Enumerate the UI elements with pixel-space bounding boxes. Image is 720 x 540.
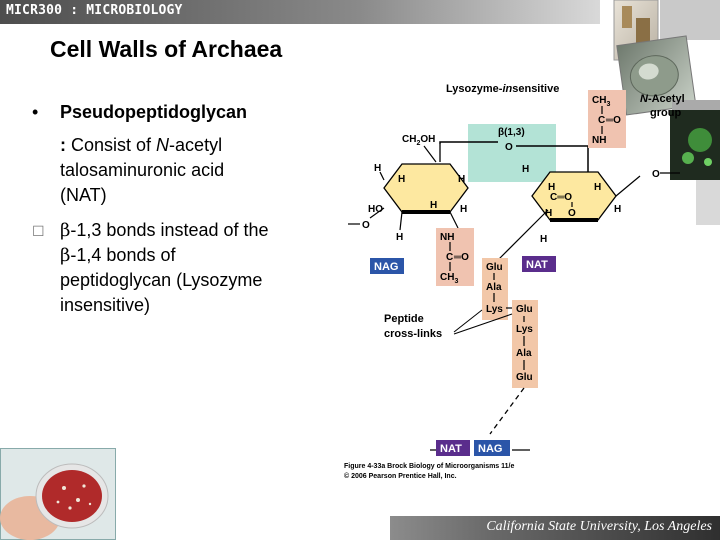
atom-o: O	[568, 208, 576, 219]
bullet-text-line: β-1,3 bonds instead of the	[60, 220, 269, 241]
nat-badge	[436, 440, 470, 456]
bullet-heading: Pseudopeptidoglycan	[60, 102, 248, 122]
atom-nh: NH	[440, 232, 454, 243]
residue-ala: Ala	[486, 282, 502, 293]
atom-h: H	[460, 204, 467, 215]
residue-ala: Ala	[516, 348, 532, 359]
course-title: MICR300 : MICROBIOLOGY	[6, 3, 183, 18]
residue-glu: Glu	[486, 262, 503, 273]
atom-c: C	[446, 252, 453, 263]
atom-h: H	[458, 174, 465, 185]
atom-h: H	[430, 200, 437, 211]
atom-h: H	[374, 163, 381, 174]
beta-bond-label: β(1,3)	[498, 127, 525, 138]
nag-badge-label: NAG	[478, 443, 502, 455]
bullet-text-line: talosaminuronic acid	[60, 160, 225, 180]
nag-sugar-ring	[383, 163, 469, 213]
residue-lys: Lys	[486, 304, 503, 315]
atom-h: H	[522, 164, 529, 175]
atom-c-eq-o: C═O	[550, 192, 572, 203]
copyright-caption: © 2006 Pearson Prentice Hall, Inc.	[344, 472, 457, 480]
nat-acetyl-group-box	[588, 90, 626, 148]
bullet-text-line: insensitive)	[60, 295, 151, 315]
atom-c: C	[598, 115, 605, 126]
bullet-text-line: (NAT)	[60, 185, 107, 205]
footer-bar: California State University, Los Angeles	[390, 516, 720, 540]
atom-h: H	[614, 204, 621, 215]
atom-h: H	[398, 174, 405, 185]
atom-eq-o: ═O	[453, 252, 469, 263]
n-acetyl-label: N-Acetyl	[640, 93, 685, 105]
bullet-marker: •	[32, 102, 39, 122]
residue-glu: Glu	[516, 372, 533, 383]
atom-ho: HO	[368, 204, 383, 215]
figure-caption: Figure 4-33a Brock Biology of Microorgan…	[344, 463, 514, 470]
residue-glu: Glu	[516, 304, 533, 315]
atom-h: H	[594, 182, 601, 193]
bullet-text-line: : Consist of N-acetyl	[60, 135, 223, 155]
ch3-label: CH3	[440, 272, 458, 285]
atom-o: O	[362, 220, 370, 231]
beta-bond-box	[468, 124, 556, 182]
atom-o: O	[652, 169, 660, 180]
group-label: group	[650, 107, 681, 119]
petri-dish-photo	[0, 448, 116, 540]
nag-badge	[370, 258, 404, 274]
slide-title: Cell Walls of Archaea	[50, 36, 283, 62]
peptide-chain-2	[512, 300, 538, 388]
lysozyme-label: Lysozyme-insensitive	[446, 83, 559, 95]
header-bar: MICR300 : MICROBIOLOGY	[0, 0, 600, 24]
institution-name: California State University, Los Angeles	[486, 519, 712, 534]
nat-badge-label: NAT	[440, 443, 462, 455]
peptide-label: Peptide	[384, 313, 424, 325]
nag-badge	[474, 440, 510, 456]
atom-eq-o: ═O	[605, 115, 621, 126]
residue-lys: Lys	[516, 324, 533, 335]
microbe-photo-collage	[600, 0, 720, 225]
peptide-chain-1	[482, 258, 508, 320]
cross-links-label: cross-links	[384, 328, 442, 340]
atom-nh: NH	[592, 135, 606, 146]
atom-h: H	[545, 208, 552, 219]
nag-badge-label: NAG	[374, 261, 398, 273]
pseudopeptidoglycan-diagram: Lysozyme-insensitive β(1,3) O CH2OH H H …	[344, 83, 685, 480]
nat-badge	[522, 256, 556, 272]
nat-badge-label: NAT	[526, 259, 548, 271]
atom-h: H	[396, 232, 403, 243]
atom-h: H	[540, 234, 547, 245]
ch3-label: CH3	[592, 95, 610, 108]
bullet-text-line: β-1,4 bonds of	[60, 245, 176, 266]
bullet-text-line: peptidoglycan (Lysozyme	[60, 270, 263, 290]
ch2oh-label: CH2OH	[402, 134, 435, 147]
nag-acetyl-group-box	[436, 228, 474, 286]
bond-oxygen: O	[505, 142, 513, 153]
atom-h: H	[548, 182, 555, 193]
checkbox-bullet-icon: ☐	[32, 223, 45, 239]
